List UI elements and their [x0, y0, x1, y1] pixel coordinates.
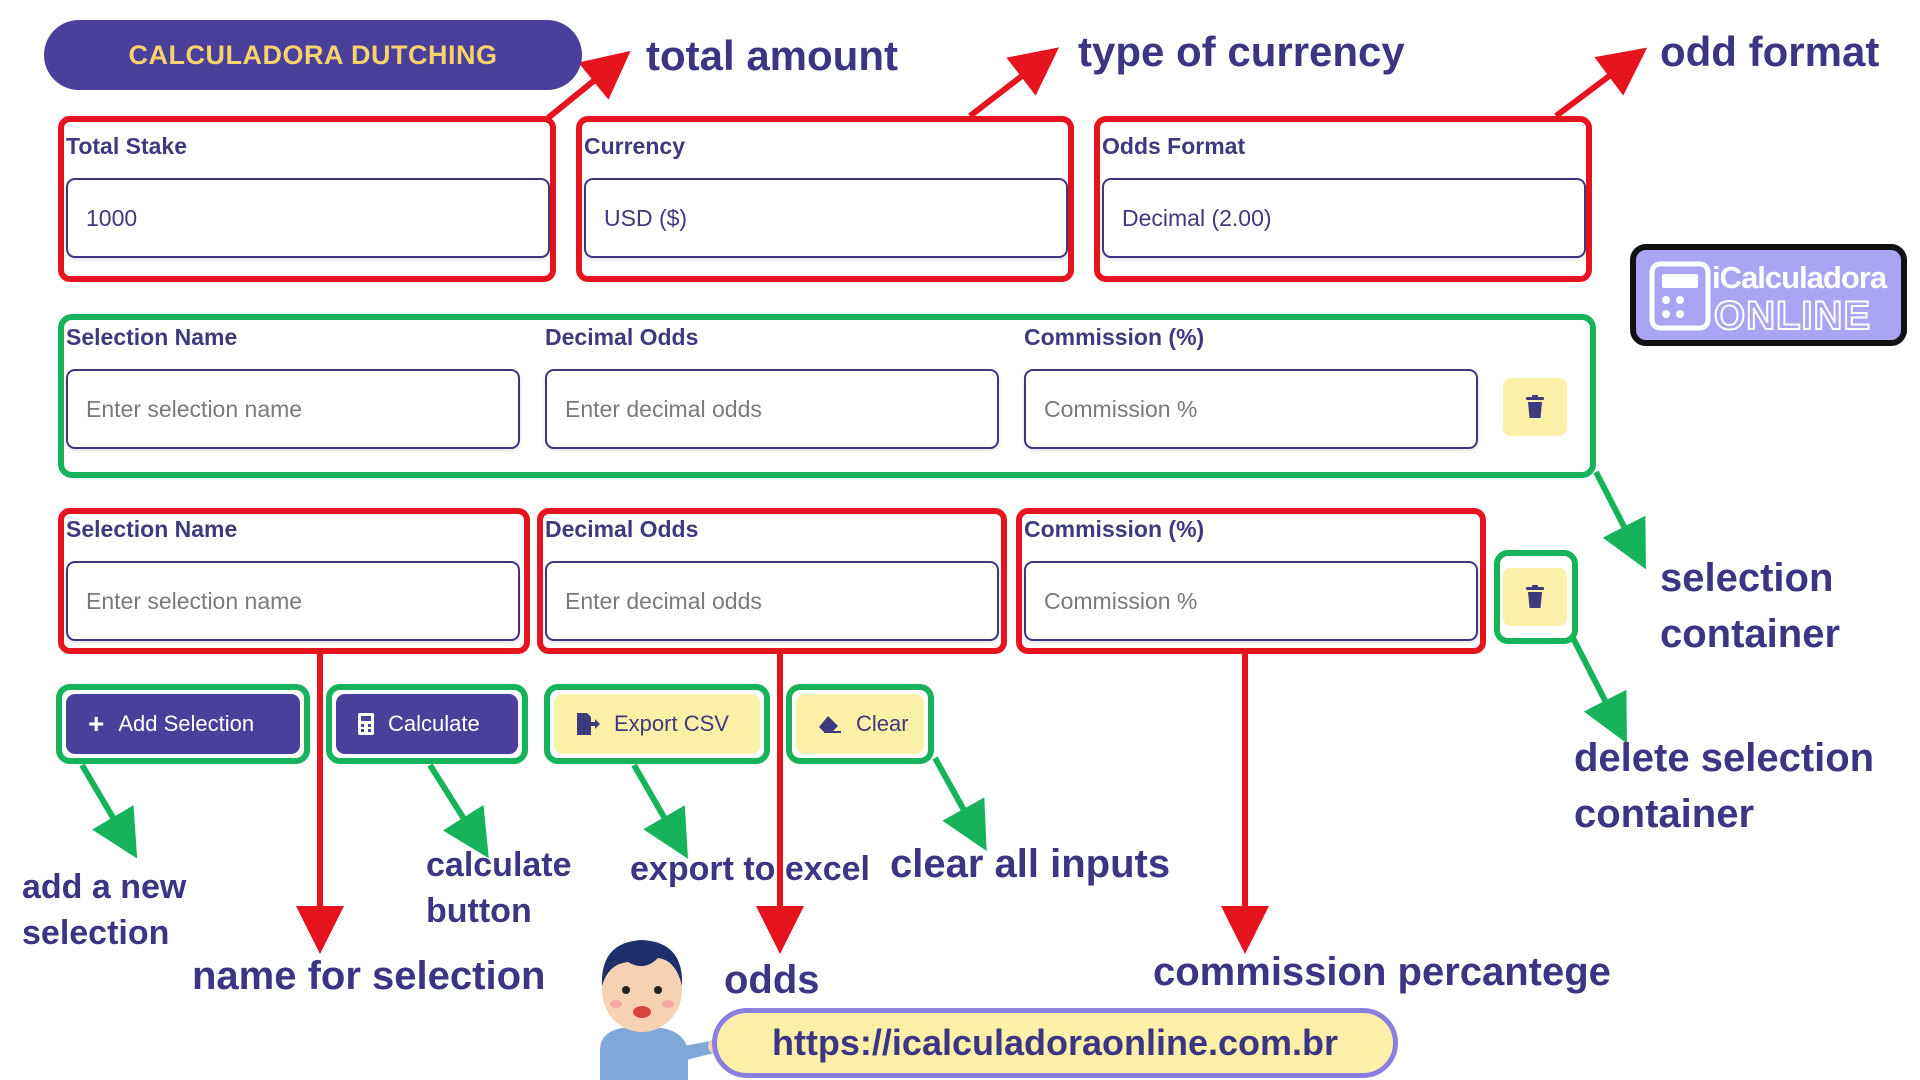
export-csv-button[interactable]: Export CSV: [554, 694, 760, 754]
arrow-delete-container: [1570, 636, 1627, 744]
decimal-odds-highlight: [537, 508, 1007, 654]
annotation-add-new-1: add a new: [22, 868, 187, 906]
annotation-export: export to excel: [630, 850, 870, 888]
clear-highlight: [786, 684, 934, 764]
eraser-icon: [819, 716, 841, 733]
trash-icon: [1526, 585, 1544, 608]
selection-name-input[interactable]: [66, 369, 520, 449]
arrow-add-new: [79, 763, 138, 859]
annotation-clear-all: clear all inputs: [890, 842, 1171, 886]
commission-input[interactable]: [1024, 369, 1478, 449]
icalculadora-logo: iCalculadora ONLINE: [1630, 244, 1907, 346]
currency-select[interactable]: [584, 178, 1068, 258]
arrow-export: [631, 763, 688, 859]
annotation-name-for-selection: name for selection: [192, 954, 546, 998]
selection-name-label: Selection Name: [66, 324, 238, 350]
annotation-delete-container-1: delete selection: [1574, 736, 1875, 780]
decimal-odds-label: Decimal Odds: [545, 516, 699, 542]
arrow-currency: [968, 47, 1060, 119]
annotation-commission: commission percantege: [1153, 950, 1611, 994]
odds-format-highlight: [1094, 116, 1592, 282]
selection-name-label: Selection Name: [66, 516, 238, 542]
currency-highlight: [576, 116, 1074, 282]
selection-name-highlight: [58, 508, 530, 654]
calculate-label: Calculate: [388, 711, 480, 736]
arrow-total-amount: [546, 50, 631, 121]
commission-label: Commission (%): [1024, 516, 1205, 542]
total-stake-highlight: [58, 116, 556, 282]
delete-selection-button[interactable]: [1503, 568, 1567, 626]
calculator-icon: [1649, 261, 1711, 331]
annotation-odds: odds: [724, 958, 820, 1002]
logo-line1: iCalculadora: [1712, 260, 1887, 295]
annotation-calculate-2: button: [426, 892, 532, 930]
annotation-selection-container-2: container: [1660, 612, 1841, 656]
arrow-calculate: [427, 763, 489, 859]
odds-format-label: Odds Format: [1102, 133, 1246, 159]
logo-line2: ONLINE: [1713, 293, 1872, 339]
decimal-odds-input[interactable]: [545, 369, 999, 449]
commission-label: Commission (%): [1024, 324, 1205, 350]
selection-name-input[interactable]: [66, 561, 520, 641]
annotation-delete-container-2: container: [1574, 792, 1755, 836]
app-title-pill: CALCULADORA DUTCHING: [44, 20, 582, 90]
website-url-pill[interactable]: https://icalculadoraonline.com.br: [712, 1008, 1398, 1078]
annotation-odd-format: odd format: [1660, 28, 1880, 75]
delete-button-highlight: [1494, 550, 1578, 644]
odds-format-select[interactable]: [1102, 178, 1586, 258]
arrow-selection-container: [1593, 470, 1646, 570]
clear-label: Clear: [856, 711, 909, 736]
add-selection-highlight: [56, 684, 310, 764]
website-url[interactable]: https://icalculadoraonline.com.br: [771, 1022, 1339, 1063]
decimal-odds-label: Decimal Odds: [545, 324, 699, 350]
decimal-odds-input[interactable]: [545, 561, 999, 641]
clear-button[interactable]: Clear: [796, 694, 924, 754]
mascot-illustration: [600, 940, 720, 1080]
commission-input[interactable]: [1024, 561, 1478, 641]
commission-highlight: [1016, 508, 1486, 654]
annotation-selection-container-1: selection: [1660, 556, 1834, 600]
add-selection-label: Add Selection: [118, 711, 255, 736]
annotation-calculate-1: calculate: [426, 846, 572, 884]
export-csv-label: Export CSV: [614, 711, 729, 736]
add-selection-button[interactable]: + Add Selection: [66, 694, 300, 754]
file-export-icon: [577, 713, 600, 735]
calculate-button[interactable]: Calculate: [336, 694, 518, 754]
annotation-type-of-currency: type of currency: [1078, 28, 1405, 75]
calculate-highlight: [326, 684, 528, 764]
arrow-clear: [932, 756, 987, 851]
trash-icon: [1526, 395, 1544, 418]
total-stake-input[interactable]: [66, 178, 550, 258]
arrow-odd-format: [1554, 47, 1648, 119]
delete-selection-button[interactable]: [1503, 378, 1567, 436]
total-stake-label: Total Stake: [66, 133, 187, 159]
export-csv-highlight: [544, 684, 770, 764]
annotation-total-amount: total amount: [646, 32, 898, 79]
plus-icon: +: [88, 708, 105, 739]
selection-container-highlight: [58, 314, 1596, 478]
calculator-icon: [358, 713, 374, 735]
currency-label: Currency: [584, 133, 685, 159]
app-title: CALCULADORA DUTCHING: [128, 39, 498, 70]
annotation-add-new-2: selection: [22, 914, 170, 952]
